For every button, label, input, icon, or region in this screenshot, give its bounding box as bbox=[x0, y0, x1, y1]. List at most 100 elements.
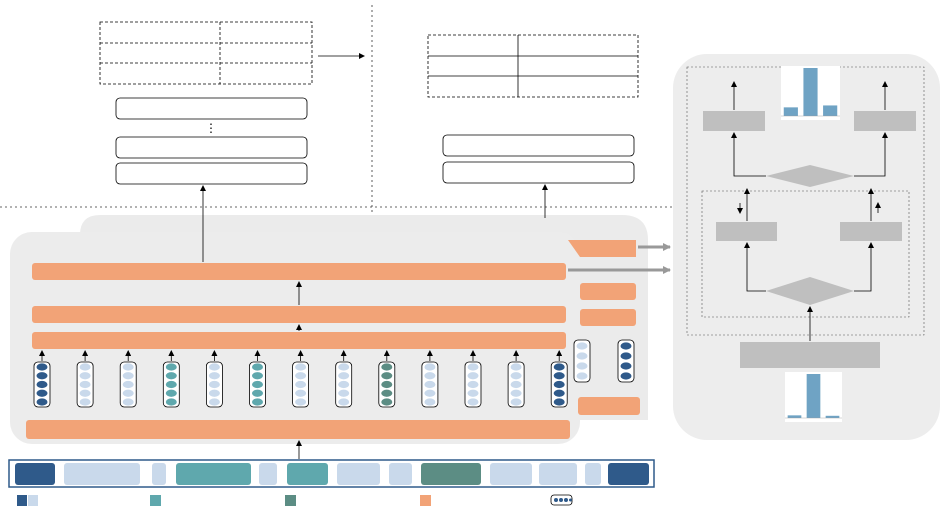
token-cell bbox=[79, 389, 91, 397]
token-cell bbox=[553, 389, 565, 397]
token-cell bbox=[36, 380, 48, 389]
table-left bbox=[99, 21, 313, 85]
orange-square-icon bbox=[420, 495, 431, 506]
token-cell bbox=[467, 372, 479, 380]
input-token bbox=[176, 463, 251, 485]
token-cell bbox=[381, 372, 393, 380]
output-box-right-2 bbox=[442, 161, 635, 184]
histogram-bar bbox=[823, 105, 838, 116]
token-cell bbox=[295, 398, 307, 406]
token-cell bbox=[252, 380, 263, 389]
token-cell bbox=[36, 398, 48, 406]
token-cell bbox=[510, 372, 522, 380]
token-cell bbox=[381, 363, 393, 371]
gray-box-mid-left bbox=[716, 222, 777, 241]
output-box-left-3 bbox=[115, 162, 308, 185]
token-cell bbox=[620, 342, 632, 350]
token-column bbox=[76, 350, 94, 408]
layer-lower bbox=[32, 332, 566, 349]
input-sequence bbox=[15, 463, 649, 485]
token-cell bbox=[122, 372, 134, 380]
input-token bbox=[539, 463, 577, 485]
token-column bbox=[292, 350, 310, 408]
input-token bbox=[259, 463, 277, 485]
gray-box-top-right bbox=[854, 111, 916, 131]
side-column-frame bbox=[617, 339, 635, 383]
token-cell bbox=[381, 380, 393, 389]
input-token bbox=[421, 463, 481, 485]
token-column bbox=[464, 350, 482, 408]
layer-middle bbox=[32, 306, 566, 323]
token-cell bbox=[424, 398, 436, 406]
token-cell bbox=[252, 389, 263, 397]
side-column-frame bbox=[573, 339, 591, 383]
token-cell bbox=[338, 380, 350, 389]
token-cell bbox=[165, 398, 177, 406]
dark-teal-square-icon bbox=[285, 495, 296, 506]
gray-box-top-left bbox=[703, 111, 765, 131]
token-vector-icon bbox=[550, 494, 573, 506]
table-right bbox=[427, 34, 639, 98]
token-cell bbox=[295, 372, 307, 380]
layer-side-2 bbox=[580, 283, 636, 300]
token-cell bbox=[553, 380, 565, 389]
token-cell bbox=[553, 363, 565, 371]
token-cell bbox=[165, 389, 177, 397]
blue-square-pair-icon bbox=[17, 495, 27, 506]
token-cell bbox=[36, 363, 48, 371]
input-token bbox=[585, 463, 601, 485]
gray-box-mid-right bbox=[840, 222, 902, 241]
light-blue-square-icon bbox=[28, 495, 38, 506]
token-cell bbox=[36, 372, 48, 380]
token-column bbox=[205, 350, 223, 408]
histogram-bar bbox=[783, 107, 798, 116]
token-cell bbox=[467, 363, 479, 371]
token-cell bbox=[620, 372, 632, 380]
token-column bbox=[421, 350, 439, 408]
input-token bbox=[15, 463, 55, 485]
layer-side-bottom bbox=[578, 397, 640, 415]
token-cell bbox=[165, 372, 177, 380]
encoder-layers bbox=[26, 240, 640, 439]
embedding-layer bbox=[26, 420, 570, 439]
token-cell bbox=[424, 380, 436, 389]
token-cell bbox=[122, 389, 134, 397]
token-cell bbox=[424, 389, 436, 397]
token-cell bbox=[252, 363, 263, 371]
output-box-left-2 bbox=[115, 136, 308, 159]
teal-square-icon bbox=[150, 495, 161, 506]
input-token bbox=[337, 463, 380, 485]
token-cell bbox=[338, 363, 350, 371]
token-cell bbox=[295, 363, 307, 371]
legend bbox=[17, 494, 573, 506]
token-cell bbox=[79, 380, 91, 389]
input-token bbox=[152, 463, 166, 485]
right-panel-connectors bbox=[731, 81, 888, 341]
token-cell bbox=[424, 363, 436, 371]
diamond-upper bbox=[766, 165, 854, 187]
token-cell bbox=[208, 398, 220, 406]
output-box-left-1 bbox=[115, 97, 308, 120]
token-cell bbox=[208, 380, 220, 389]
token-cell bbox=[165, 380, 177, 389]
histogram-bar bbox=[803, 68, 818, 116]
token-cell bbox=[338, 389, 350, 397]
side-token-column bbox=[573, 339, 591, 383]
right-panel-inner-dashed bbox=[701, 190, 910, 318]
token-cell bbox=[122, 380, 134, 389]
token-cell bbox=[122, 363, 134, 371]
input-token bbox=[64, 463, 140, 485]
token-column bbox=[33, 350, 51, 408]
token-cell bbox=[338, 398, 350, 406]
token-cell bbox=[252, 398, 263, 406]
token-cell bbox=[576, 342, 588, 350]
token-column bbox=[378, 350, 396, 408]
token-cell bbox=[510, 398, 522, 406]
token-cell bbox=[576, 362, 588, 370]
token-cell bbox=[295, 380, 307, 389]
token-cell bbox=[252, 372, 263, 380]
token-cell bbox=[381, 398, 393, 406]
token-cell bbox=[208, 389, 220, 397]
histogram-bar bbox=[825, 415, 840, 418]
